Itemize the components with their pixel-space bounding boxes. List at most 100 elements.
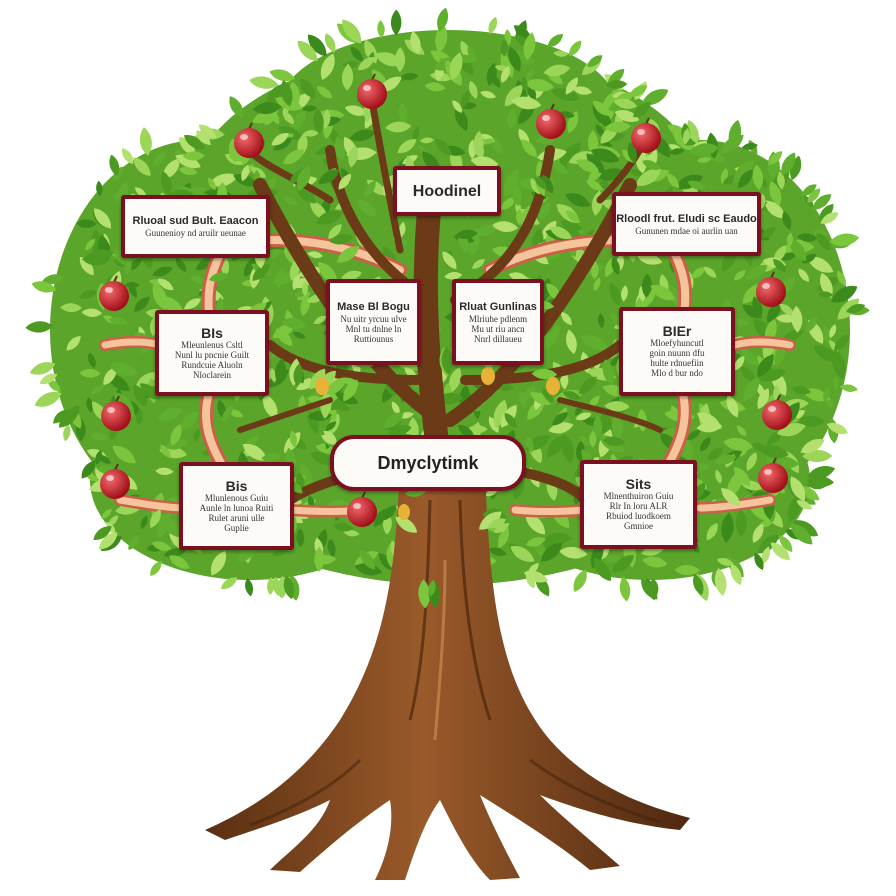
box-line: Rundcuie Aluoln (181, 359, 243, 370)
leaf (619, 576, 631, 602)
leaf (318, 261, 338, 285)
leaf (336, 246, 360, 263)
leaf (686, 430, 701, 440)
leaf (697, 412, 722, 430)
leaf (63, 424, 71, 442)
leaf (444, 271, 463, 280)
leaf (580, 335, 609, 351)
box-line: Rloodl frut. Eludi sc Eaudo (616, 212, 757, 225)
leaf (621, 285, 628, 302)
leaf (101, 509, 112, 519)
leaf (573, 569, 587, 592)
leaf (526, 435, 534, 453)
leaf (602, 436, 626, 447)
leaf (34, 391, 62, 407)
leaf (128, 258, 142, 271)
leaf (500, 197, 517, 210)
leaf (108, 515, 119, 526)
leaf (310, 452, 335, 465)
leaf (282, 110, 294, 125)
leaf (349, 129, 376, 142)
leaf (488, 416, 499, 433)
leaf (642, 160, 661, 170)
leaf (391, 401, 400, 415)
leaf (493, 399, 508, 429)
leaf (568, 151, 593, 164)
leaf (398, 221, 406, 238)
leaf (741, 349, 759, 366)
leaf (318, 169, 340, 184)
leaf (541, 174, 554, 194)
leaf (448, 366, 462, 393)
leaf (216, 296, 224, 315)
leaf (292, 273, 301, 290)
leaf (263, 393, 278, 420)
leaf (341, 66, 352, 91)
leaf (569, 40, 582, 57)
box-line: Ruttiounus (353, 333, 394, 344)
leaf (579, 376, 597, 395)
leaf (343, 529, 360, 537)
leaf (500, 38, 508, 57)
leaf (790, 523, 813, 545)
leaf (275, 267, 285, 289)
leaf (278, 126, 304, 140)
apple (100, 463, 130, 499)
leaf (674, 565, 700, 576)
leaf (543, 64, 571, 77)
leaf (791, 305, 803, 333)
leaf (289, 430, 297, 448)
leaf (641, 579, 658, 600)
leaf (371, 69, 387, 88)
leaf (79, 290, 98, 299)
leaf (773, 258, 787, 272)
box-upper-right: Rloodl frut. Eludi sc Eaudo Gununen mdae… (612, 192, 761, 256)
leaf (757, 388, 770, 410)
leaf (164, 439, 188, 450)
leaf (178, 166, 198, 176)
leaf (816, 232, 831, 251)
leaf (604, 401, 630, 412)
leaf (338, 173, 352, 190)
leaf (761, 546, 771, 564)
leaf (733, 356, 745, 371)
leaf (557, 438, 571, 450)
leaf (59, 405, 80, 428)
leaf (442, 251, 457, 270)
leaf (797, 233, 818, 242)
leaf (341, 270, 362, 281)
leaf (160, 444, 171, 458)
leaf (491, 74, 501, 88)
leaf (797, 415, 825, 427)
leaf (611, 257, 620, 276)
leaf (275, 358, 286, 384)
leaf (635, 168, 662, 186)
box-mid-left: BIs Mleunlenus Csltl Nunl lu pncnie Guil… (155, 310, 269, 396)
leaf (539, 201, 551, 220)
leaf (641, 89, 669, 106)
leaf (723, 437, 754, 451)
leaf (513, 475, 525, 500)
leaf (153, 152, 166, 166)
leaf (527, 84, 537, 102)
leaf (455, 229, 478, 240)
box-line: Aunle ln lunoa Ruiti (199, 502, 274, 513)
leaf (730, 563, 742, 586)
leaf (350, 46, 363, 62)
leaf (488, 16, 497, 35)
box-line: Rluoal sud Bult. Eaacon (132, 215, 259, 227)
apples (99, 73, 792, 527)
leaf (551, 88, 580, 102)
leaf (508, 272, 529, 282)
leaf (846, 303, 866, 314)
box-line: Mloefyhuncutl (650, 338, 704, 348)
leaf (534, 176, 547, 190)
leaf (244, 257, 256, 277)
apple (631, 117, 661, 153)
leaf (327, 538, 336, 558)
box-mid-center-left: Mase Bl Bogu Nu uitr yrcuu ulve Mnl tu d… (326, 279, 421, 365)
leaf (482, 508, 501, 518)
leaf (766, 300, 781, 323)
leaf (487, 518, 507, 529)
leaf (700, 436, 711, 452)
